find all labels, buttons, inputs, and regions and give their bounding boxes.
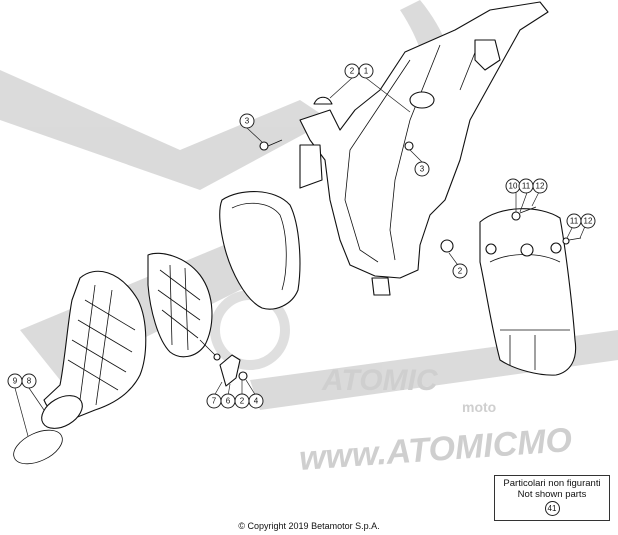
copyright-text: © Copyright 2019 Betamotor S.p.A.: [238, 521, 380, 531]
callout-12-right-label: 12: [584, 217, 593, 226]
hose-clamp: [13, 429, 63, 465]
callout-2-top-label: 2: [350, 67, 355, 76]
callout-12-right: 12: [580, 213, 596, 229]
callout-8: 8: [21, 373, 37, 389]
note-line-english: Not shown parts: [517, 489, 587, 500]
callout-11-right: 11: [566, 213, 582, 229]
bolt-3b: [404, 141, 414, 151]
grommet-2a: [313, 96, 333, 105]
watermark-url: www.ATOMICMO: [298, 421, 573, 478]
callout-1: 1: [358, 63, 374, 79]
callout-3-left-label: 3: [245, 117, 250, 126]
side-panel: [479, 206, 582, 376]
grommet-2b: [440, 239, 454, 253]
callout-11-top: 11: [518, 178, 534, 194]
callout-4: 4: [248, 393, 264, 409]
callout-8-label: 8: [27, 377, 32, 386]
callout-12-top: 12: [532, 178, 548, 194]
clamp-bracket: [219, 354, 248, 387]
callout-3-left: 3: [239, 113, 255, 129]
frame-part: [299, 1, 549, 296]
air-filter: [41, 270, 147, 429]
callout-3-right-label: 3: [420, 165, 425, 174]
bolt-3a: [259, 139, 283, 151]
callout-4-label: 4: [254, 397, 259, 406]
callout-2-bottom: 2: [234, 393, 250, 409]
airbox-ring: [219, 191, 301, 310]
callout-2-bottom-label: 2: [240, 397, 245, 406]
callout-11-right-label: 11: [570, 217, 579, 226]
callout-9: 9: [7, 373, 23, 389]
callout-1-label: 1: [364, 67, 369, 76]
callout-6: 6: [220, 393, 236, 409]
callout-2-right-label: 2: [458, 267, 463, 276]
callout-12-top-label: 12: [536, 182, 545, 191]
callout-11-top-label: 11: [522, 182, 531, 191]
callout-9-label: 9: [13, 377, 18, 386]
filter-cage: [147, 252, 221, 361]
note-part-number: 41: [544, 501, 560, 516]
not-shown-parts-note: Particolari non figuranti Not shown part…: [494, 475, 610, 521]
note-line-italian: Particolari non figuranti: [503, 478, 601, 489]
callout-7-label: 7: [212, 397, 217, 406]
callout-2-right: 2: [452, 263, 468, 279]
callout-2-top: 2: [344, 63, 360, 79]
watermark-suffix: moto: [462, 399, 496, 415]
callout-6-label: 6: [226, 397, 231, 406]
callout-3-right: 3: [414, 161, 430, 177]
watermark-brand: ATOMIC: [321, 364, 439, 397]
callout-7: 7: [206, 393, 222, 409]
callout-10: 10: [505, 178, 521, 194]
callout-10-label: 10: [509, 182, 518, 191]
